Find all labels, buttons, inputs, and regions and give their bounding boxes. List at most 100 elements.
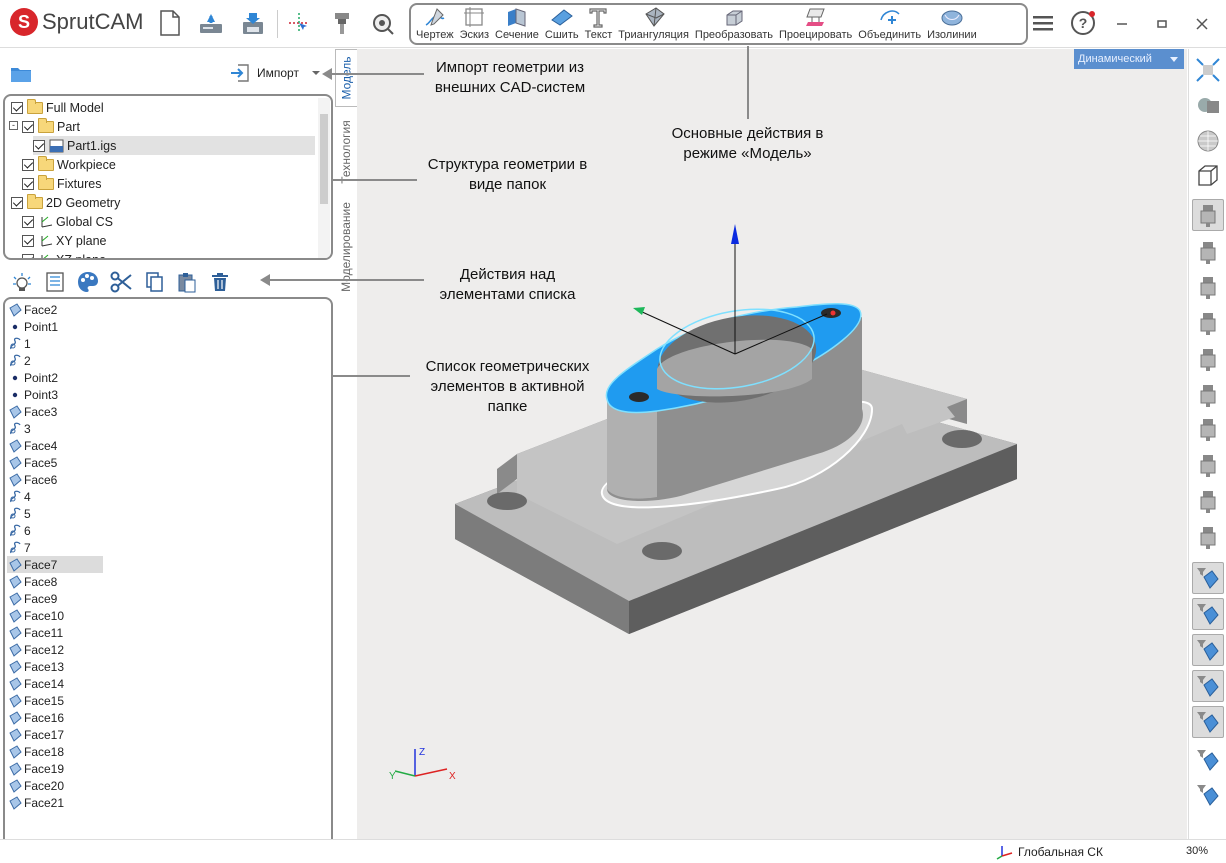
properties-icon[interactable] xyxy=(38,268,71,296)
tool-holder-icon[interactable] xyxy=(327,8,357,38)
visibility-checkbox[interactable] xyxy=(22,215,34,228)
combine-button[interactable]: Объединить xyxy=(855,5,924,43)
stitch-button[interactable]: Сшить xyxy=(542,5,582,43)
mesh-filter-icon[interactable] xyxy=(1192,670,1224,702)
list-item[interactable]: Face9 xyxy=(7,590,61,607)
list-item[interactable]: Point2 xyxy=(7,369,62,386)
workpiece-view-icon[interactable] xyxy=(1192,199,1224,231)
list-item[interactable]: Face11 xyxy=(7,624,67,641)
tree-item[interactable]: Full Model xyxy=(11,98,104,117)
tree-item[interactable]: Fixtures xyxy=(22,174,101,193)
visibility-checkbox[interactable] xyxy=(22,177,34,190)
part-model[interactable] xyxy=(357,49,1187,839)
stock-view-icon[interactable] xyxy=(1192,307,1224,339)
toolpath-view-icon[interactable] xyxy=(1192,521,1224,553)
help-icon[interactable]: ? xyxy=(1068,8,1098,38)
list-item[interactable]: Face3 xyxy=(7,403,61,420)
maximize-icon[interactable] xyxy=(1148,10,1176,38)
sketch-button[interactable]: Эскиз xyxy=(457,5,492,43)
palette-icon[interactable] xyxy=(71,268,104,296)
visibility-checkbox[interactable] xyxy=(22,253,34,258)
open-file-icon[interactable] xyxy=(196,8,226,38)
visibility-checkbox[interactable] xyxy=(11,196,23,209)
delete-icon[interactable] xyxy=(203,268,236,296)
tab-modeling[interactable]: Моделирование xyxy=(335,197,357,297)
view-mode-dropdown[interactable]: Динамический xyxy=(1074,49,1184,69)
machine-view-icon[interactable] xyxy=(1192,485,1224,517)
folder-icon[interactable] xyxy=(10,65,32,86)
visibility-checkbox[interactable] xyxy=(11,101,23,114)
edge-filter-icon[interactable] xyxy=(1192,744,1224,776)
list-item[interactable]: Face2 xyxy=(7,301,61,318)
paste-icon[interactable] xyxy=(170,268,203,296)
collapse-icon[interactable]: - xyxy=(9,121,18,130)
visibility-icon[interactable] xyxy=(5,268,38,296)
close-icon[interactable] xyxy=(1188,10,1216,38)
face-filter-icon[interactable] xyxy=(1192,562,1224,594)
save-icon[interactable] xyxy=(238,8,268,38)
import-button[interactable]: Импорт xyxy=(230,63,321,83)
list-item[interactable]: Face19 xyxy=(7,760,68,777)
list-item[interactable]: 4 xyxy=(7,488,35,505)
list-item[interactable]: 5 xyxy=(7,505,35,522)
surface-filter-icon[interactable] xyxy=(1192,706,1224,738)
spindle-view-icon[interactable] xyxy=(1192,379,1224,411)
project-button[interactable]: Проецировать xyxy=(776,5,855,43)
list-item[interactable]: Face7 xyxy=(7,556,103,573)
tree-item[interactable]: 2D Geometry xyxy=(11,193,120,212)
curve-filter-icon[interactable] xyxy=(1192,634,1224,666)
list-item[interactable]: 2 xyxy=(7,352,35,369)
transform-button[interactable]: Преобразовать xyxy=(692,5,776,43)
list-item[interactable]: Face8 xyxy=(7,573,61,590)
cursor-pick-icon[interactable] xyxy=(284,8,314,38)
minimize-icon[interactable] xyxy=(1108,10,1136,38)
tree-item[interactable]: Workpiece xyxy=(22,155,116,174)
sphere-view-icon[interactable] xyxy=(1192,125,1224,157)
check-view-icon[interactable] xyxy=(1192,343,1224,375)
shaded-view-icon[interactable] xyxy=(1192,90,1224,122)
list-item[interactable]: Point3 xyxy=(7,386,62,403)
fixture-view-icon[interactable] xyxy=(1192,449,1224,481)
tree-item[interactable]: XY plane xyxy=(22,231,107,250)
isolines-button[interactable]: Изолинии xyxy=(924,5,980,43)
solid-filter-icon[interactable] xyxy=(1192,779,1224,811)
copy-icon[interactable] xyxy=(137,268,170,296)
tree-item[interactable]: -Part xyxy=(9,117,80,136)
list-item[interactable]: Face13 xyxy=(7,658,68,675)
coordinate-system-selector[interactable]: Глобальная СК xyxy=(996,844,1103,860)
drawing-button[interactable]: Чертеж xyxy=(413,5,457,43)
tool-view-icon[interactable] xyxy=(1192,236,1224,268)
point-filter-icon[interactable] xyxy=(1192,598,1224,630)
visibility-checkbox[interactable] xyxy=(33,139,45,152)
tree-item[interactable]: Global CS xyxy=(22,212,113,231)
list-item[interactable]: Face5 xyxy=(7,454,61,471)
list-item[interactable]: Face16 xyxy=(7,709,68,726)
holder-view-icon[interactable] xyxy=(1192,271,1224,303)
list-item[interactable]: Face12 xyxy=(7,641,68,658)
list-item[interactable]: Face20 xyxy=(7,777,68,794)
section-button[interactable]: Сечение xyxy=(492,5,542,43)
list-item[interactable]: Face15 xyxy=(7,692,68,709)
cut-icon[interactable] xyxy=(104,268,137,296)
visibility-checkbox[interactable] xyxy=(22,234,34,247)
list-item[interactable]: Face14 xyxy=(7,675,68,692)
list-item[interactable]: Face4 xyxy=(7,437,61,454)
wireframe-box-icon[interactable] xyxy=(1192,160,1224,192)
list-item[interactable]: 6 xyxy=(7,522,35,539)
triangulation-button[interactable]: Триангуляция xyxy=(615,5,692,43)
tab-model[interactable]: Модель xyxy=(335,49,357,107)
tree-item[interactable]: XZ plane xyxy=(22,250,106,258)
list-item[interactable]: Face21 xyxy=(7,794,68,811)
visibility-checkbox[interactable] xyxy=(22,158,34,171)
list-item[interactable]: Face6 xyxy=(7,471,61,488)
list-item[interactable]: Face10 xyxy=(7,607,68,624)
tree-item[interactable]: Part1.igs xyxy=(33,136,315,155)
text-button[interactable]: Текст xyxy=(582,5,616,43)
measure-icon[interactable] xyxy=(368,8,398,38)
list-item[interactable]: Face17 xyxy=(7,726,68,743)
list-item[interactable]: Point1 xyxy=(7,318,62,335)
visibility-checkbox[interactable] xyxy=(22,120,34,133)
tree-scrollbar[interactable] xyxy=(318,98,330,258)
new-file-icon[interactable] xyxy=(155,8,185,38)
list-item[interactable]: 1 xyxy=(7,335,35,352)
